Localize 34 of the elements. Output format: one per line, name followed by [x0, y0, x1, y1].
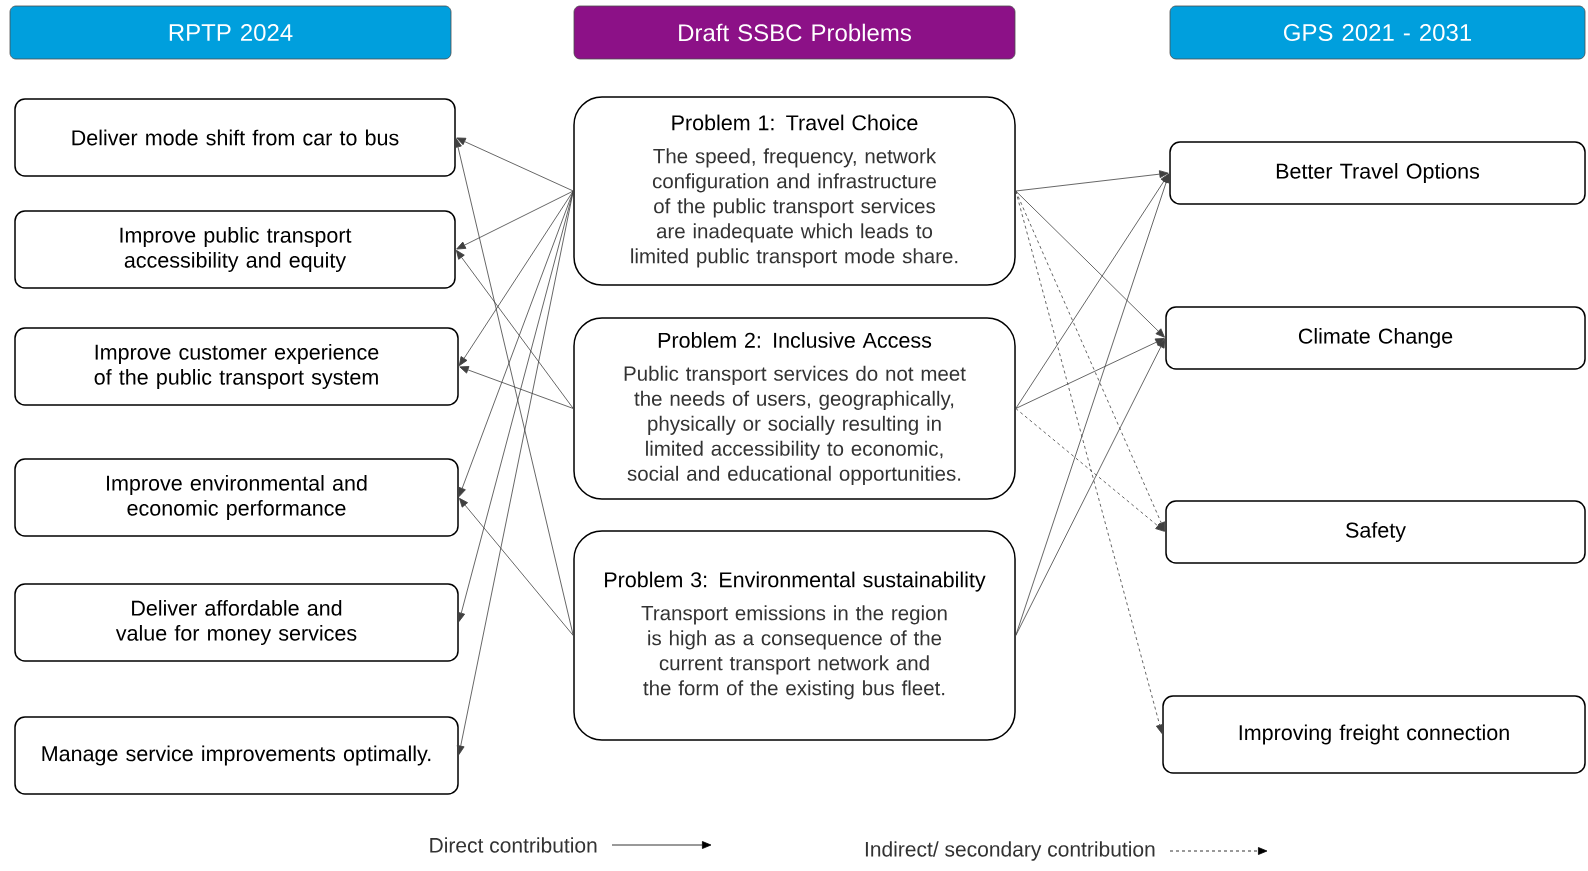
objective-box: Manage service improvements optimally. [14, 716, 459, 795]
arrow [1015, 173, 1170, 636]
problem-box: Problem 1: Travel Choice The speed, frequency, network configuration and infrastructure of the public transport services are inadequate which leads to limited public transport mode share. [573, 96, 1016, 286]
objective-box: Improve public transport accessibility and equity [14, 210, 456, 289]
legend-text: Direct contribution [430, 837, 597, 853]
arrow [459, 366, 574, 409]
arrow [454, 138, 574, 636]
objective-box: Deliver mode shift from car to bus [14, 98, 456, 177]
problem-box: Problem 2: Inclusive Access Public transport services do not meet the needs of users, geographically, physically or socially resulting in limited accessibility to economic, social and educational opportunities. [573, 317, 1016, 500]
column-header: GPS 2021 - 2031 [1169, 5, 1586, 60]
arrow [1015, 170, 1169, 192]
arrow [1015, 190, 1165, 338]
legend-text: Indirect/ secondary contribution [865, 841, 1155, 861]
arrow [456, 190, 574, 250]
arrow [458, 190, 574, 366]
arrow [1015, 338, 1165, 409]
arrow [456, 190, 574, 755]
objective-box: Climate Change [1165, 306, 1586, 370]
arrow [1015, 190, 1164, 734]
arrow [456, 137, 574, 192]
column-header: RPTP 2024 [9, 5, 452, 60]
column-header: Draft SSBC Problems [573, 5, 1016, 60]
objective-box: Better Travel Options [1169, 141, 1586, 205]
objective-box: Deliver affordable and value for money services [14, 583, 459, 662]
problem-box: Problem 3: Environmental sustainability Transport emissions in the region is high as a consequence of the current transport network and the form of the existing bus fleet. [573, 530, 1016, 741]
arrow [459, 497, 574, 636]
objective-box: Improve environmental and economic performance [14, 458, 459, 537]
arrow [1015, 173, 1170, 409]
arrow [456, 249, 574, 409]
objective-box: Safety [1165, 500, 1586, 564]
objective-box: Improve customer experience of the public transport system [14, 327, 459, 406]
objective-box: Improving freight connection [1162, 695, 1586, 774]
arrow [1015, 338, 1166, 636]
arrow [1015, 408, 1165, 532]
